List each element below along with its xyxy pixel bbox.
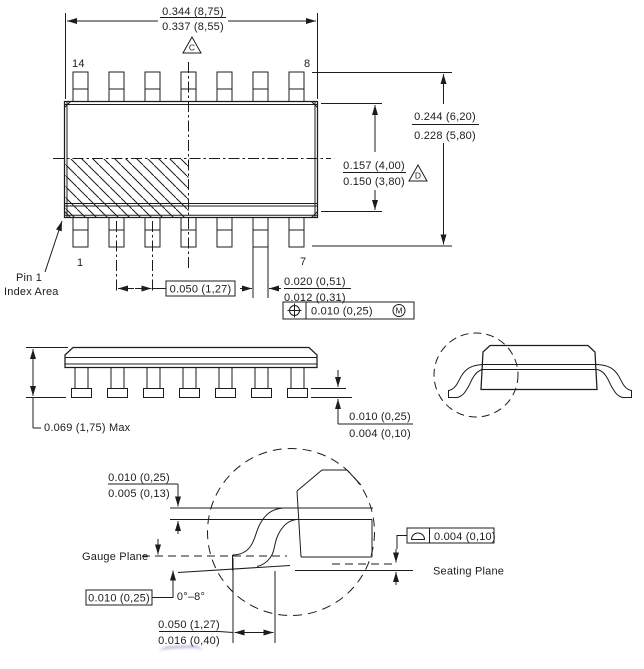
gauge-plane-callout: Gauge Plane 0.010 (0,25): [82, 539, 287, 606]
dim-foot-upper: 0.050 (1,27): [158, 619, 220, 631]
pin-label-8: 8: [304, 58, 310, 70]
dim-foot-length: 0.050 (1,27) 0.016 (0,40): [158, 558, 276, 647]
dim-overall-height: 0.069 (1,75) Max: [26, 347, 131, 434]
dim-leadw-upper: 0.020 (0,51): [284, 276, 346, 288]
end-body: [480, 344, 598, 391]
side-body: [64, 346, 318, 369]
dim-width-lower: 0.337 (8,55): [162, 21, 224, 33]
dim-gauge-value: 0.010 (0,25): [88, 593, 150, 605]
lead-angle-value: 0°–8°: [177, 591, 205, 603]
dim-thick-upper: 0.010 (0,25): [108, 472, 170, 484]
pin1-callout-line2: Index Area: [4, 286, 59, 298]
dim-lead-span: 0.244 (6,20) 0.228 (5,80): [312, 72, 479, 247]
dim-standoff-lower: 0.004 (0,10): [349, 428, 411, 440]
gauge-plane-label: Gauge Plane: [82, 551, 148, 563]
detail-lead-outer-curve: [232, 507, 284, 556]
dim-body-upper: 0.157 (4,00): [343, 160, 405, 172]
revision-flag-c: C: [189, 43, 195, 53]
dim-span-lower: 0.228 (5,80): [414, 130, 476, 142]
seating-plane-callout: 0.004 (0,10) Seating Plane: [295, 527, 504, 585]
detail-lead-inner-curve: [256, 519, 297, 567]
dim-overall-width: 0.344 (8,75) 0.337 (8,55) C: [65, 6, 318, 99]
pin1-index-callout: Pin 1 Index Area: [4, 220, 63, 298]
fcf-position-modifier: M: [395, 306, 402, 316]
detail-body-chamfer: [296, 469, 362, 492]
pin1-callout-line1: Pin 1: [16, 272, 42, 284]
dim-leadw-lower: 0.012 (0,31): [284, 292, 346, 304]
pin-label-1: 1: [77, 257, 83, 269]
dim-width-upper: 0.344 (8,75): [162, 6, 224, 18]
dim-body-lower: 0.150 (3,80): [343, 176, 405, 188]
dim-standoff-upper: 0.010 (0,25): [349, 411, 411, 423]
revision-flag-c-triangle: [182, 35, 202, 54]
stray-ink-mark: [159, 645, 203, 657]
pin-label-7: 7: [300, 256, 306, 268]
end-left-lead: [448, 364, 484, 398]
end-view: [433, 332, 632, 418]
dim-standoff: 0.010 (0,25) 0.004 (0,10): [311, 370, 413, 440]
detail-body-edge: [296, 490, 373, 558]
side-leads: [71, 367, 308, 398]
dim-pitch-value: 0.050 (1,27): [170, 284, 232, 296]
revision-flag-d-triangle: [408, 163, 428, 182]
detail-circle: [207, 448, 375, 616]
mmc-modifier-icon: [392, 304, 406, 317]
seating-plane-label: Seating Plane: [433, 566, 504, 578]
dim-foot-lower: 0.016 (0,40): [158, 635, 220, 647]
centerlines: [53, 62, 331, 292]
side-view: 0.069 (1,75) Max 0.010 (0,25) 0.004 (0,1…: [26, 346, 413, 440]
fcf-flatness-value: 0.004 (0,10): [434, 531, 496, 543]
flatness-symbol-icon: [410, 532, 426, 540]
dim-body-width: 0.157 (4,00) 0.150 (3,80) D: [321, 103, 428, 212]
fcf-position-value: 0.010 (0,25): [311, 306, 373, 318]
dim-lead-width: 0.020 (0,51) 0.012 (0,31): [240, 222, 351, 304]
pin-label-14: 14: [72, 58, 85, 70]
dim-span-upper: 0.244 (6,20): [414, 111, 476, 123]
foot-tangent-line: [177, 565, 291, 573]
dim-thick-lower: 0.005 (0,13): [108, 488, 170, 500]
revision-flag-d: D: [415, 171, 421, 181]
end-right-lead: [596, 364, 632, 398]
fcf-position: 0.010 (0,25) M: [282, 301, 415, 320]
pin1-index-hatch-area: [65, 159, 189, 217]
dim-lead-thickness: 0.010 (0,25) 0.005 (0,13): [108, 472, 181, 534]
top-view: 0.344 (8,75) 0.337 (8,55) C 14 8 1 7 0.2…: [4, 6, 479, 320]
dim-lead-pitch: 0.050 (1,27): [118, 280, 236, 297]
lead-detail-view: 0.010 (0,25) 0.005 (0,13) Gauge Plane 0.…: [82, 448, 504, 647]
detail-reference-circle: [433, 332, 519, 418]
dim-height-value: 0.069 (1,75) Max: [44, 422, 131, 434]
